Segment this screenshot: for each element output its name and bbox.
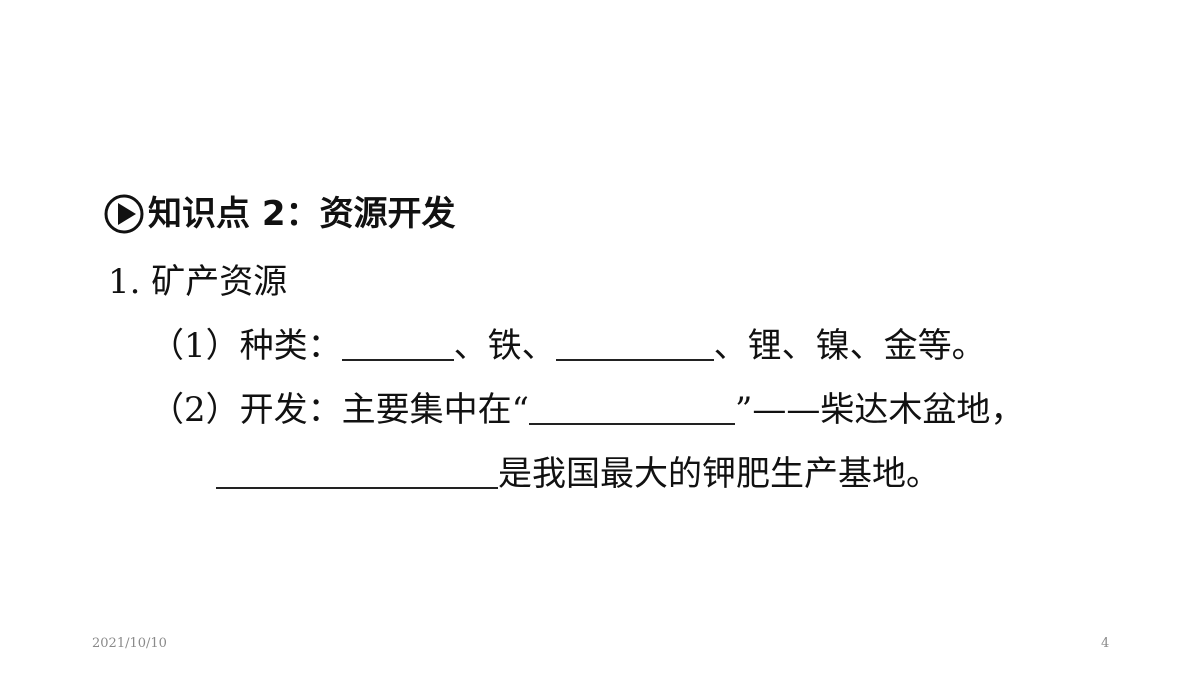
item-development-continued: 是我国最大的钾肥生产基地。 — [216, 454, 940, 494]
item-types: （1）种类： 、铁、 、锂、镍、金等。 — [150, 326, 986, 366]
page-number: 4 — [1101, 636, 1110, 651]
footer-date: 2021/10/10 — [92, 636, 167, 651]
blank-1[interactable] — [341, 329, 454, 361]
item3-suffix: ”——柴达木盆地， — [735, 390, 1025, 430]
item3-prefix: （2）开发：主要集中在“ — [150, 390, 530, 430]
item2-suffix: 、锂、镍、金等。 — [713, 326, 986, 366]
item-development: （2）开发：主要集中在“ ”——柴达木盆地， — [150, 390, 1024, 430]
blank-3[interactable] — [529, 393, 736, 425]
section-heading: 知识点 2：资源开发 — [104, 194, 456, 234]
item-mineral-resources: 1. 矿产资源 — [108, 262, 287, 302]
blank-4[interactable] — [216, 457, 498, 489]
heading-text: 知识点 2：资源开发 — [148, 194, 456, 234]
item2-separator: 、铁、 — [453, 326, 556, 366]
item1-text: 1. 矿产资源 — [108, 262, 288, 302]
blank-2[interactable] — [555, 329, 714, 361]
item2-prefix: （1）种类： — [150, 326, 342, 366]
item4-suffix: 是我国最大的钾肥生产基地。 — [498, 454, 940, 494]
play-icon — [104, 194, 144, 234]
